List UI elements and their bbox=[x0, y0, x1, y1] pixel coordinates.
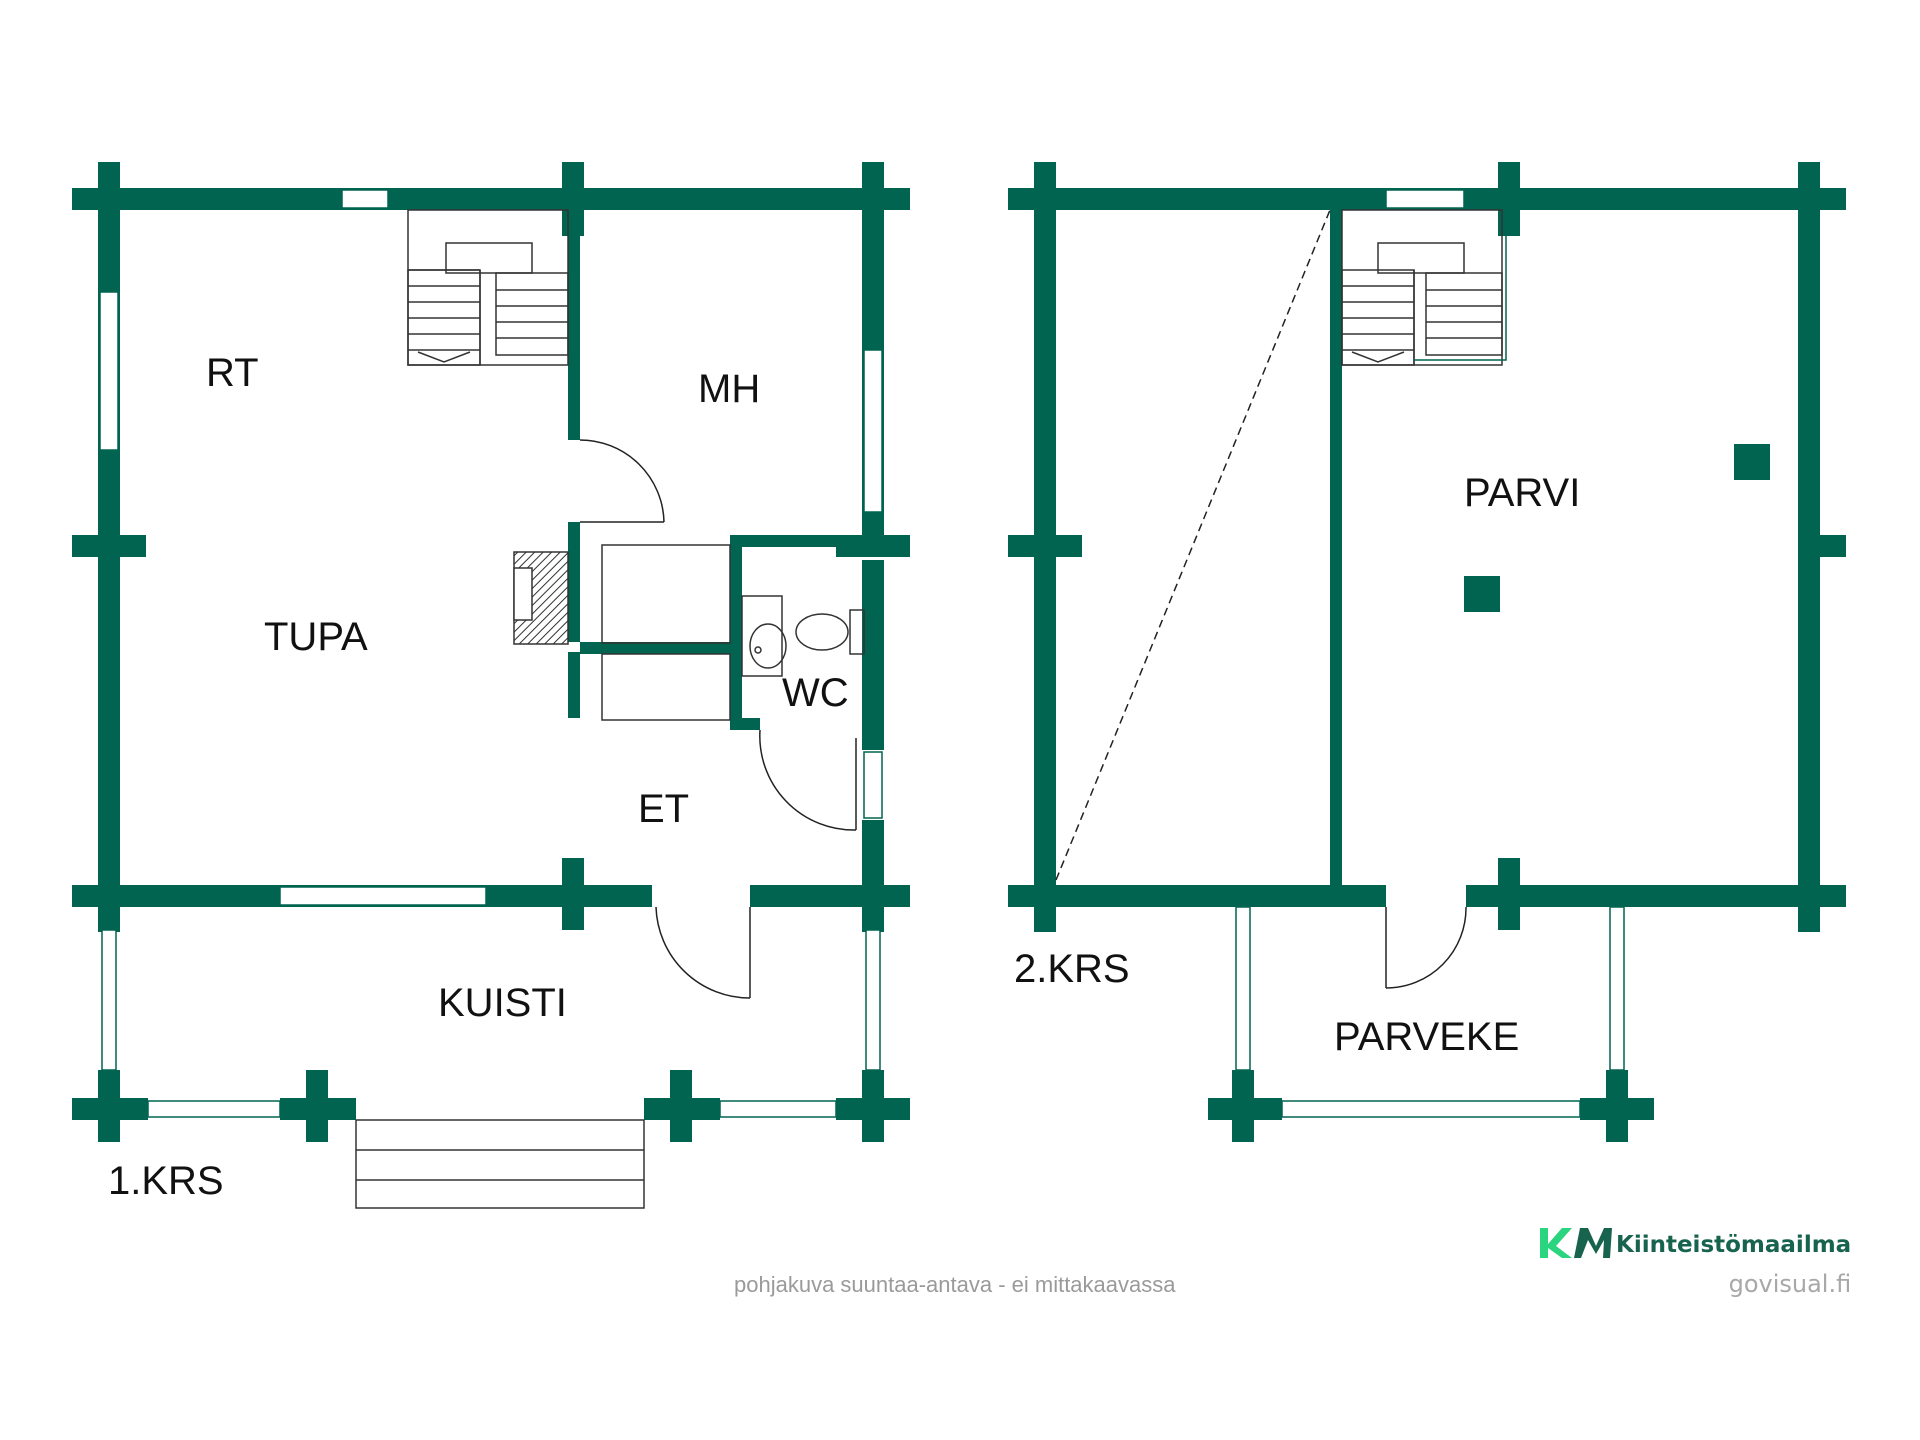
floor-2-stairs bbox=[1341, 209, 1503, 366]
floor-label-1: 1.KRS bbox=[108, 1159, 224, 1203]
credit-text: govisual.fi bbox=[1729, 1270, 1852, 1298]
room-label-parvi: PARVI bbox=[1464, 471, 1580, 515]
floor-1-doors bbox=[579, 439, 857, 999]
floor-1-plan: RT MH TUPA WC ET KUISTI 1.KRS bbox=[72, 162, 910, 1209]
floor-label-2: 2.KRS bbox=[1014, 947, 1130, 991]
porch-steps bbox=[355, 1119, 645, 1209]
stair-railing bbox=[1414, 234, 1507, 361]
room-label-wc: WC bbox=[782, 671, 849, 715]
logo-k-mark bbox=[1540, 1228, 1572, 1258]
floor-1-stairs bbox=[407, 209, 569, 366]
disclaimer-text: pohjakuva suuntaa-antava - ei mittakaava… bbox=[734, 1272, 1176, 1297]
room-label-kuisti: KUISTI bbox=[438, 981, 567, 1025]
fireplace bbox=[513, 551, 569, 645]
floor-1-windows bbox=[99, 189, 883, 1118]
floor-2-windows bbox=[1235, 189, 1625, 1118]
floor-2-plan: PARVI PARVEKE 2.KRS bbox=[1008, 162, 1846, 1142]
logo-m-mark bbox=[1574, 1228, 1612, 1258]
floor-2-door bbox=[1385, 906, 1467, 989]
open-void-line bbox=[1055, 209, 1331, 881]
wc-fixtures bbox=[741, 595, 865, 677]
room-label-rt: RT bbox=[206, 351, 259, 395]
brand-name: Kiinteistömaailma bbox=[1616, 1232, 1851, 1258]
brand-logo: Kiinteistömaailma bbox=[1540, 1228, 1851, 1258]
room-label-et: ET bbox=[638, 787, 689, 831]
room-label-tupa: TUPA bbox=[264, 615, 368, 659]
sauna-benches bbox=[601, 544, 731, 721]
floor-2-walls bbox=[1008, 162, 1846, 1142]
room-label-mh: MH bbox=[698, 367, 760, 411]
room-label-parveke: PARVEKE bbox=[1334, 1015, 1519, 1059]
